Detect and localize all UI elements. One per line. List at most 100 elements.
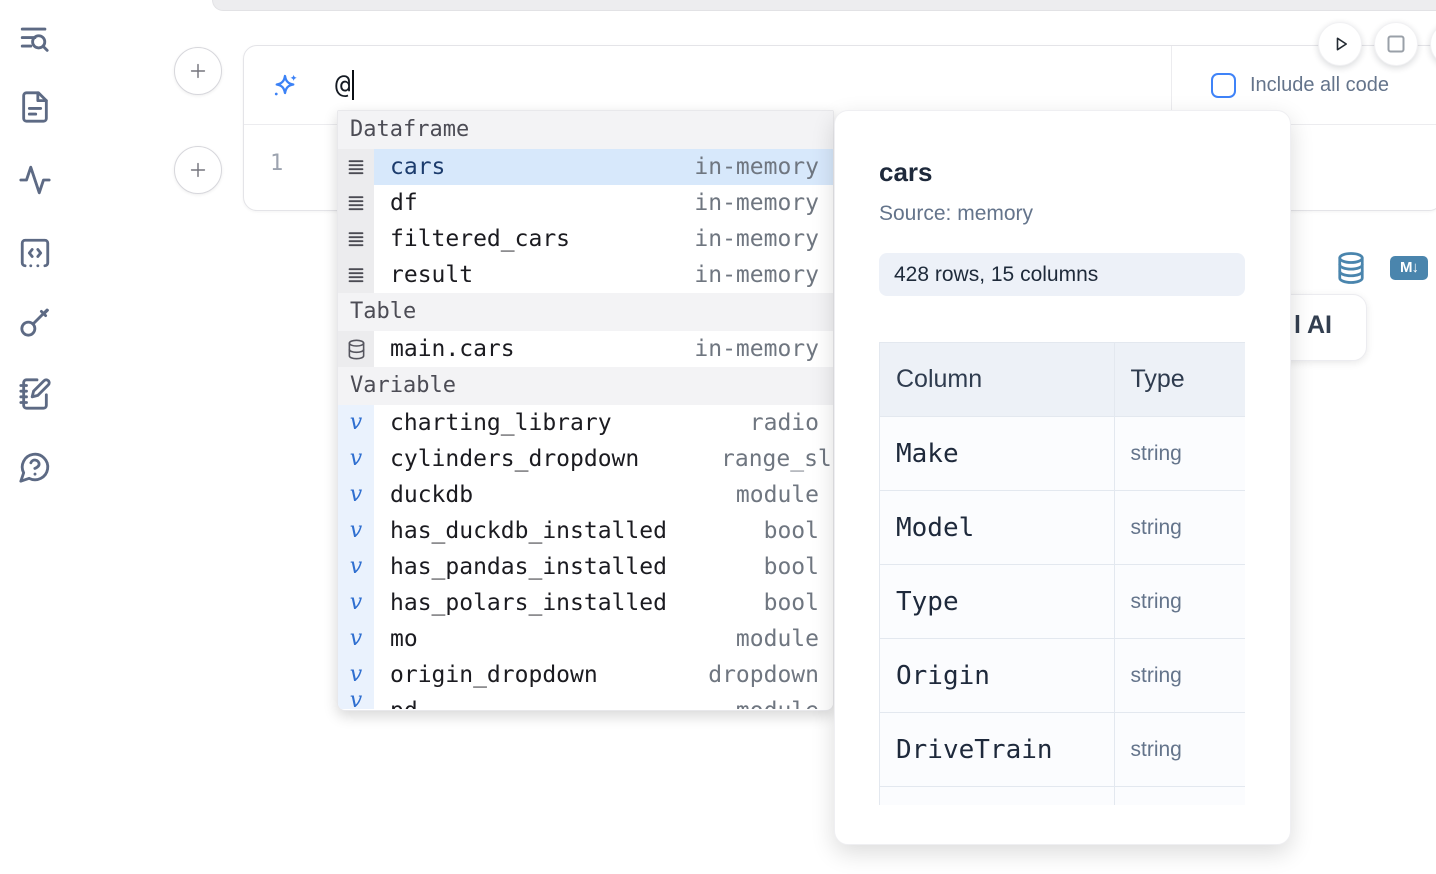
item-type: module: [735, 482, 819, 508]
item-type: range_slider: [721, 446, 833, 472]
sparkle-ai-icon: [270, 72, 300, 102]
item-name: has_pandas_installed: [390, 554, 667, 580]
dataframe-icon: [338, 257, 374, 293]
dataframe-icon: [338, 149, 374, 185]
schema-column-name: DriveTrain: [879, 712, 1115, 787]
item-type: radio: [749, 410, 819, 436]
schema-column-name: Origin: [879, 638, 1115, 713]
include-all-code-zone: Include all code: [1171, 46, 1436, 125]
stop-button[interactable]: [1374, 22, 1418, 66]
file-icon[interactable]: [18, 90, 54, 126]
dataframe-preview-popup: cars Source: memory 428 rows, 15 columns…: [834, 110, 1291, 845]
schema-column-type: string: [1113, 712, 1245, 787]
database-icon[interactable]: [1336, 249, 1366, 287]
schema-column-name: Type: [879, 564, 1115, 639]
autocomplete-item-pd[interactable]: vpdmodule: [338, 693, 833, 709]
preview-title: cars: [879, 157, 933, 187]
item-name: pd: [374, 693, 736, 709]
item-name: result: [390, 262, 474, 288]
key-icon[interactable]: [18, 305, 54, 341]
add-cell-button-bottom[interactable]: [174, 146, 222, 194]
previous-cell-edge: [212, 0, 1436, 11]
item-name: filtered_cars: [390, 226, 571, 252]
item-name: df: [390, 190, 418, 216]
schema-column-name: Model: [879, 490, 1115, 565]
schema-column-name: Make: [879, 416, 1115, 491]
variable-icon: v: [338, 549, 374, 585]
item-name: has_polars_installed: [390, 590, 667, 616]
help-icon[interactable]: [18, 450, 54, 486]
schema-header-type: Type: [1113, 342, 1245, 417]
item-type: module: [735, 626, 819, 652]
run-button[interactable]: [1318, 22, 1362, 66]
add-cell-button-top[interactable]: [174, 47, 222, 95]
dataframe-icon: [338, 185, 374, 221]
section-header-table: Table: [338, 293, 833, 331]
snippets-code-icon[interactable]: [18, 236, 54, 272]
autocomplete-item-main.cars[interactable]: main.cars in-memory: [338, 331, 833, 367]
schema-column-type: string: [1113, 490, 1245, 565]
dataframe-icon: [338, 221, 374, 257]
variable-icon: v: [338, 621, 374, 657]
schema-column-type: [1113, 786, 1245, 805]
item-type: dropdown: [708, 662, 819, 688]
variable-icon: v: [338, 693, 374, 709]
item-type: in-memory: [694, 336, 819, 362]
item-name: cylinders_dropdown: [390, 446, 640, 472]
autocomplete-item-result[interactable]: result in-memory: [338, 257, 833, 293]
item-name: cars: [390, 154, 446, 180]
preview-source: Source: memory: [879, 202, 1034, 225]
variable-icon: v: [338, 513, 374, 549]
item-name: duckdb: [390, 482, 474, 508]
autocomplete-item-cars[interactable]: cars in-memory: [338, 149, 833, 185]
scratchpad-icon[interactable]: [18, 377, 54, 413]
autocomplete-item-df[interactable]: df in-memory: [338, 185, 833, 221]
line-number: 1: [270, 151, 284, 176]
item-type: in-memory: [694, 190, 819, 216]
schema-header-column: Column: [879, 342, 1115, 417]
autocomplete-item-cylinders_dropdown[interactable]: v cylinders_dropdown range_slider: [338, 441, 833, 477]
schema-column-type: string: [1113, 416, 1245, 491]
schema-header-row: Column Type: [879, 342, 1245, 417]
item-type: in-memory: [694, 262, 819, 288]
item-type: module: [736, 693, 833, 709]
autocomplete-item-filtered_cars[interactable]: filtered_cars in-memory: [338, 221, 833, 257]
item-type: in-memory: [694, 154, 819, 180]
item-name: main.cars: [390, 336, 515, 362]
code-editor-row[interactable]: 1 M↓: [244, 125, 1436, 284]
item-name: has_duckdb_installed: [390, 518, 667, 544]
ai-prompt-input[interactable]: @: [335, 46, 354, 124]
section-header-dataframe: Dataframe: [338, 111, 833, 149]
item-type: in-memory: [694, 226, 819, 252]
variable-icon: v: [338, 657, 374, 693]
schema-row: [879, 786, 1245, 805]
schema-column-name: [879, 786, 1115, 805]
shape-badge: 428 rows, 15 columns: [879, 253, 1245, 296]
schema-column-type: string: [1113, 638, 1245, 713]
text-caret: [351, 70, 354, 100]
variable-icon: v: [338, 585, 374, 621]
toc-search-icon[interactable]: [18, 22, 54, 58]
activity-icon[interactable]: [18, 163, 54, 199]
markdown-icon[interactable]: M↓: [1390, 256, 1428, 280]
item-name: mo: [390, 626, 418, 652]
include-all-code-checkbox[interactable]: [1211, 73, 1236, 98]
section-header-variable: Variable: [338, 367, 833, 405]
item-name: charting_library: [390, 410, 612, 436]
schema-column-type: string: [1113, 564, 1245, 639]
variable-icon: v: [338, 441, 374, 477]
